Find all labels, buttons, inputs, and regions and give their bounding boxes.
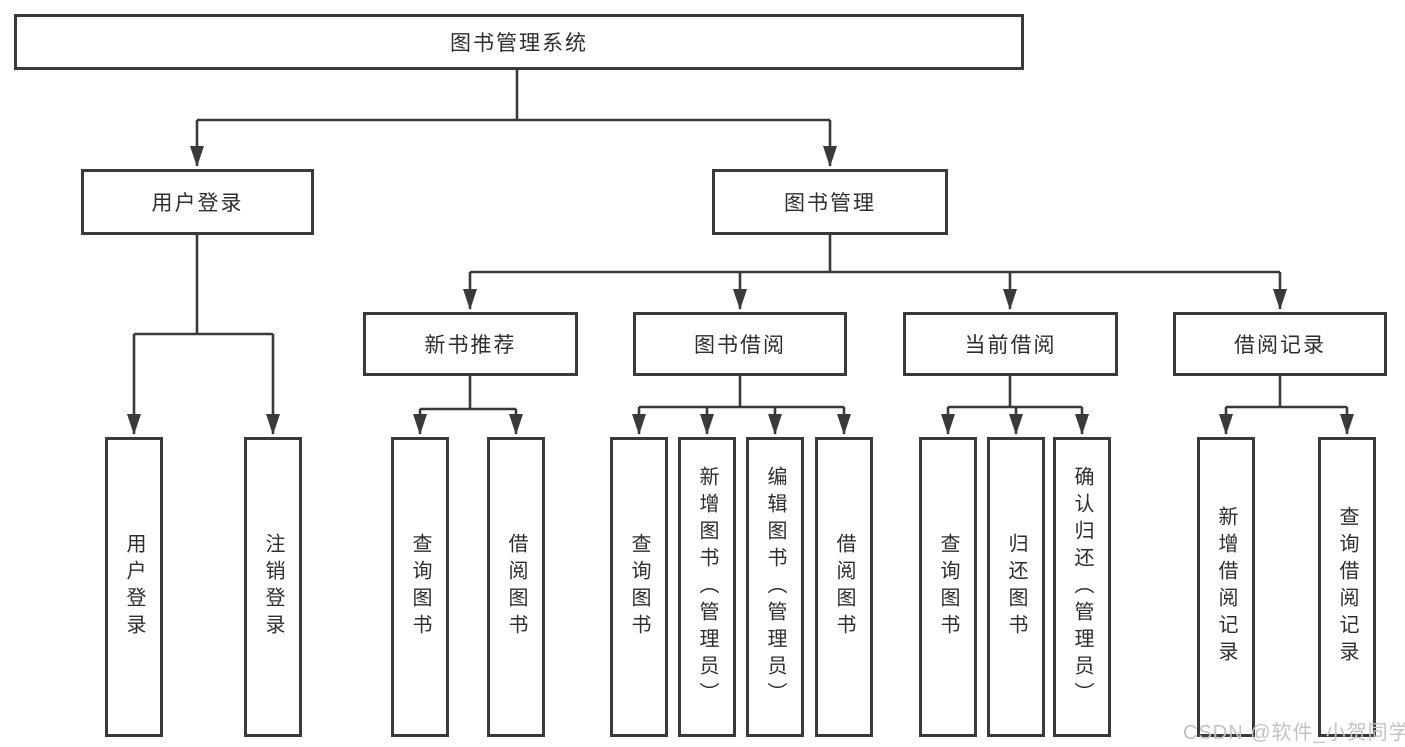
node-label: 用户登录 — [123, 533, 145, 641]
node-leaf-confirm-return-admin: 确认归还（管理员） — [1053, 437, 1111, 737]
node-leaf-user-login: 用户登录 — [105, 437, 163, 737]
csdn-watermark: CSDN @软件_小贺同学 — [1183, 722, 1405, 744]
node-label: 确认归还（管理员） — [1071, 465, 1093, 709]
node-leaf-return-books: 归还图书 — [987, 437, 1045, 737]
node-label: 查询借阅记录 — [1336, 506, 1358, 668]
node-leaf-query-books: 查询图书 — [919, 437, 977, 737]
node-label: 新增借阅记录 — [1215, 506, 1237, 668]
node-label: 查询图书 — [628, 533, 650, 641]
node-borrowing-records: 借阅记录 — [1173, 312, 1387, 376]
node-label: 新增图书（管理员） — [696, 465, 718, 709]
node-root-library-system: 图书管理系统 — [14, 14, 1024, 70]
node-leaf-add-borrow-record: 新增借阅记录 — [1197, 437, 1255, 737]
node-label: 图书借阅 — [694, 334, 786, 357]
node-current-borrowing: 当前借阅 — [903, 312, 1118, 376]
node-leaf-query-books: 查询图书 — [610, 437, 668, 737]
node-label: 归还图书 — [1005, 533, 1027, 641]
node-leaf-add-books-admin: 新增图书（管理员） — [678, 437, 736, 737]
node-leaf-logout: 注销登录 — [244, 437, 302, 737]
node-label: 借阅记录 — [1234, 334, 1326, 357]
node-book-management-branch: 图书管理 — [712, 169, 948, 235]
node-label: 用户登录 — [151, 192, 244, 215]
node-leaf-query-books: 查询图书 — [391, 437, 449, 737]
node-leaf-edit-books-admin: 编辑图书（管理员） — [746, 437, 804, 737]
node-label: 借阅图书 — [833, 533, 855, 641]
node-label: 图书管理系统 — [450, 32, 588, 55]
node-leaf-query-borrow-record: 查询借阅记录 — [1318, 437, 1376, 737]
node-label: 查询图书 — [409, 533, 431, 641]
node-leaf-borrow-books: 借阅图书 — [815, 437, 873, 737]
node-label: 图书管理 — [784, 192, 876, 215]
node-new-book-recommend: 新书推荐 — [363, 312, 578, 376]
node-label: 查询图书 — [937, 533, 959, 641]
node-label: 新书推荐 — [424, 334, 517, 357]
node-label: 注销登录 — [262, 533, 284, 641]
node-user-login-branch: 用户登录 — [81, 169, 314, 235]
node-label: 借阅图书 — [505, 533, 527, 641]
node-book-borrowing: 图书借阅 — [633, 312, 847, 376]
node-leaf-borrow-books: 借阅图书 — [487, 437, 545, 737]
node-label: 当前借阅 — [964, 334, 1057, 357]
node-label: 编辑图书（管理员） — [764, 465, 786, 709]
